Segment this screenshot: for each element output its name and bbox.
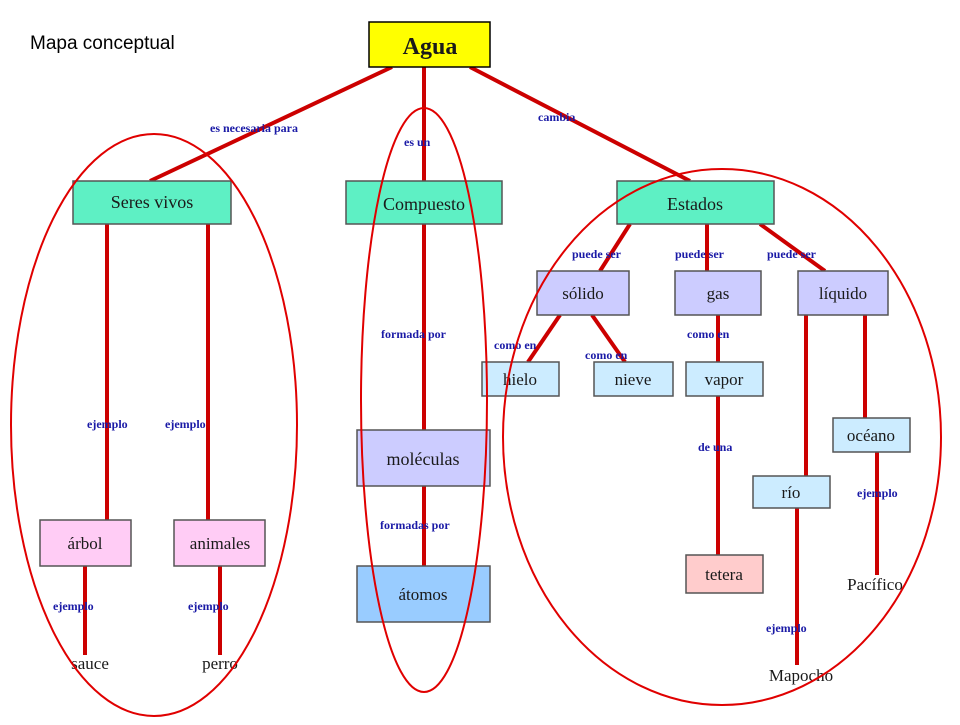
node-hielo-label: hielo	[503, 370, 537, 389]
link-es-necesaria-para: es necesaria para	[210, 121, 298, 135]
node-tetera: tetera	[685, 554, 764, 594]
node-compuesto-label: Compuesto	[383, 194, 465, 214]
leaf-texts: sauce perro Pacífico Mapocho	[71, 575, 903, 685]
node-gas: gas	[674, 270, 762, 316]
node-liquido-label: líquido	[819, 284, 867, 303]
node-moleculas-label: moléculas	[387, 449, 460, 469]
link-formadas-por: formadas por	[380, 518, 450, 532]
node-oceano-label: océano	[847, 426, 895, 445]
line-agua-estados	[469, 65, 691, 183]
line-estados-liquido	[758, 222, 827, 273]
node-rio: río	[752, 475, 831, 509]
node-animales-label: animales	[190, 534, 250, 553]
node-rio-label: río	[782, 483, 801, 502]
node-estados-label: Estados	[667, 194, 723, 214]
leaf-perro: perro	[202, 654, 238, 673]
link-como-en-vapor: como en	[687, 327, 730, 341]
node-compuesto: Compuesto	[345, 180, 503, 225]
page-title: Mapa conceptual	[30, 33, 175, 54]
node-solido: sólido	[536, 270, 630, 316]
line-estados-solido	[598, 222, 632, 273]
node-animales: animales	[173, 519, 266, 567]
node-solido-label: sólido	[562, 284, 604, 303]
leaf-mapocho: Mapocho	[769, 666, 833, 685]
link-es-un: es un	[404, 135, 431, 149]
link-puede-ser-solido: puede ser	[572, 247, 622, 261]
node-agua: Agua	[368, 21, 491, 68]
link-ejemplo-mapocho: ejemplo	[766, 621, 807, 635]
node-seres-vivos: Seres vivos	[72, 180, 232, 225]
connectors	[83, 65, 879, 665]
link-puede-ser-gas: puede ser	[675, 247, 725, 261]
node-arbol: árbol	[39, 519, 132, 567]
group-ellipses	[10, 107, 942, 717]
link-como-en-nieve: como en	[585, 348, 628, 362]
link-ejemplo-perro: ejemplo	[188, 599, 229, 613]
node-liquido: líquido	[797, 270, 889, 316]
node-seres-vivos-label: Seres vivos	[111, 192, 194, 212]
link-formada-por: formada por	[381, 327, 447, 341]
node-nieve-label: nieve	[615, 370, 652, 389]
line-solido-nieve	[590, 313, 627, 364]
line-agua-seresvivos	[149, 65, 393, 183]
node-hielo: hielo	[481, 361, 560, 397]
link-puede-ser-liquido: puede ser	[767, 247, 817, 261]
node-moleculas: moléculas	[356, 429, 491, 487]
node-tetera-label: tetera	[705, 565, 743, 584]
node-oceano: océano	[832, 417, 911, 453]
link-ejemplo-sauce: ejemplo	[53, 599, 94, 613]
node-vapor-label: vapor	[705, 370, 744, 389]
leaf-pacifico: Pacífico	[847, 575, 903, 594]
node-atomos-label: átomos	[398, 585, 447, 604]
line-solido-hielo	[526, 313, 562, 364]
ellipse-estados-group	[502, 168, 942, 706]
link-ejemplo-animales: ejemplo	[165, 417, 206, 431]
node-nieve: nieve	[593, 361, 674, 397]
node-gas-label: gas	[707, 284, 730, 303]
link-cambia: cambia	[538, 110, 575, 124]
node-vapor: vapor	[685, 361, 764, 397]
node-arbol-label: árbol	[68, 534, 103, 553]
node-estados: Estados	[616, 180, 775, 225]
ellipse-seres-vivos-group	[10, 133, 298, 717]
leaf-sauce: sauce	[71, 654, 109, 673]
node-agua-label: Agua	[403, 34, 458, 60]
link-ejemplo-arbol: ejemplo	[87, 417, 128, 431]
ellipse-compuesto-group	[360, 107, 488, 693]
link-ejemplo-pacifico: ejemplo	[857, 486, 898, 500]
nodes: Agua Seres vivos Compuesto Estados sólid…	[39, 21, 911, 623]
link-de-una: de una	[698, 440, 732, 454]
link-labels: es necesaria para es un cambia puede ser…	[53, 110, 898, 635]
